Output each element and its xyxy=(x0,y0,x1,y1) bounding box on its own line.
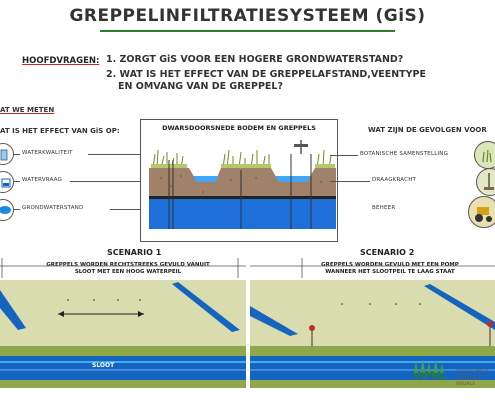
gevolgen-heading: WAT ZIJN DE GEVOLGEN VOOR xyxy=(368,126,487,134)
watervraag-line xyxy=(14,181,20,182)
scenario-1-title: SCENARIO 1 xyxy=(107,248,162,257)
meten-heading: AT WE METEN xyxy=(0,106,55,114)
connector-watervraag xyxy=(70,181,200,182)
page-title: GREPPELINFILTRATIESYSTEEM (GiS) xyxy=(69,6,426,26)
scenario-2-title: SCENARIO 2 xyxy=(360,248,415,257)
question-2-line-2: EN OMVANG VAN DE GREPPEL? xyxy=(118,81,283,92)
logo-text: ViPNL xyxy=(413,371,447,382)
connector-draagkracht xyxy=(330,181,370,182)
scenario-2-line-1: GREPPELS WORDEN GEVULD MET EEN POMP xyxy=(321,262,459,268)
draagkracht-label: DRAAGKRACHT xyxy=(372,177,417,183)
grondwaterstand-label: GRONDWATERSTAND xyxy=(22,205,84,211)
logo-grass xyxy=(412,358,446,373)
cross-section-frame: DWARSDOORSNEDE BODEM EN GREPPELS xyxy=(140,119,338,242)
plants-icon xyxy=(474,141,495,169)
grondwaterstand-line xyxy=(14,209,20,210)
scenario-1-drawing xyxy=(0,258,246,388)
connector-botanisch xyxy=(330,155,358,156)
scenario-1-line-1: GREPPELS WORDEN RECHTSTREEKS GEVULD VANU… xyxy=(46,262,210,268)
tractor-icon xyxy=(468,196,495,228)
waterkwaliteit-label: WATERKWALITEIT xyxy=(22,150,73,156)
scenario-2-line-2: WANNEER HET SLOOTPEIL TE LAAG STAAT xyxy=(325,269,455,275)
waterkwaliteit-line xyxy=(14,154,20,155)
credit-line-2: DESIGN & VISUALS xyxy=(456,377,479,387)
question-2-line-1: 2. WAT IS HET EFFECT VAN DE GREPPELAFSTA… xyxy=(106,69,426,80)
grondwaterstand-icon xyxy=(0,199,14,221)
scenario-2-drawing xyxy=(250,258,495,388)
botanisch-label: BOTANISCHE SAMENSTELLING xyxy=(360,151,449,157)
hoofdvragen-label: HOOFDVRAGEN: xyxy=(22,56,100,66)
scenario-1-line-2: SLOOT MET EEN HOOG WATERPEIL xyxy=(74,269,182,275)
watervraag-icon xyxy=(0,171,14,193)
title-underline xyxy=(100,30,395,32)
beheer-label: BEHEER xyxy=(372,205,396,211)
cross-section-title: DWARSDOORSNEDE BODEM EN GREPPELS xyxy=(162,124,316,132)
effect-heading: AT IS HET EFFECT VAN GiS OP: xyxy=(0,127,120,135)
question-1: 1. ZORGT GiS VOOR EEN HOGERE GRONDWATERS… xyxy=(106,54,404,65)
credit-line-1: JESSICA WILLE xyxy=(456,370,489,375)
watervraag-label: WATERVRAAG xyxy=(22,177,63,183)
waterkwaliteit-icon xyxy=(0,143,14,165)
cross-section-drawing xyxy=(149,140,336,229)
sloot-label: SLOOT xyxy=(92,362,115,369)
draagkracht-icon xyxy=(476,168,495,196)
